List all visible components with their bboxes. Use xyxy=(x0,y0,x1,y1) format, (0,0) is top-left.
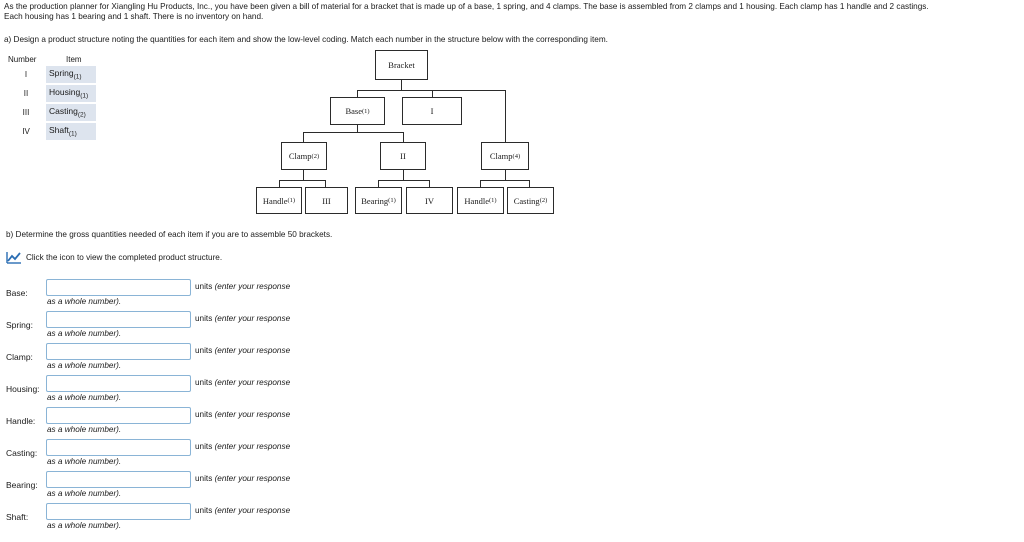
shaft-quantity-input[interactable] xyxy=(46,503,191,520)
connector-line xyxy=(403,170,404,180)
connector-line xyxy=(401,80,402,90)
connector-line xyxy=(403,132,404,142)
connector-line xyxy=(357,90,506,91)
clamp-quantity-input[interactable] xyxy=(46,343,191,360)
connector-line xyxy=(279,180,326,181)
problem-line-2: Each housing has 1 bearing and 1 shaft. … xyxy=(4,12,264,21)
node-ii: II xyxy=(380,142,426,170)
whole-number-note: as a whole number). xyxy=(47,361,122,370)
connector-line xyxy=(279,180,280,187)
unit-text: units (enter your response xyxy=(195,474,291,483)
row-label-handle: Handle: xyxy=(6,416,36,426)
table-row-item: Shaft(1) xyxy=(46,123,96,140)
node-casting: Casting(2) xyxy=(507,187,554,214)
table-row-item: Casting(2) xyxy=(46,104,96,121)
connector-line xyxy=(480,180,530,181)
connector-line xyxy=(303,170,304,180)
unit-text: units (enter your response xyxy=(195,282,291,291)
connector-line xyxy=(325,180,326,187)
bearing-quantity-input[interactable] xyxy=(46,471,191,488)
item-column-header: Item xyxy=(66,55,82,64)
node-clamp-4: Clamp(4) xyxy=(481,142,529,170)
table-row-number: I xyxy=(24,70,28,79)
part-a-question: a) Design a product structure noting the… xyxy=(4,35,608,44)
row-label-base: Base: xyxy=(6,288,28,298)
handle-quantity-input[interactable] xyxy=(46,407,191,424)
whole-number-note: as a whole number). xyxy=(47,297,122,306)
connector-line xyxy=(303,132,304,142)
node-bearing: Bearing(1) xyxy=(355,187,402,214)
row-label-casting: Casting: xyxy=(6,448,38,458)
node-handle-a: Handle(1) xyxy=(256,187,302,214)
node-bracket: Bracket xyxy=(375,50,428,80)
node-iii: III xyxy=(305,187,348,214)
problem-line-1: As the production planner for Xiangling … xyxy=(4,2,929,11)
row-label-spring: Spring: xyxy=(6,320,33,330)
whole-number-note: as a whole number). xyxy=(47,457,122,466)
part-b-question: b) Determine the gross quantities needed… xyxy=(6,230,333,239)
connector-line xyxy=(378,180,379,187)
connector-line xyxy=(378,180,430,181)
connector-line xyxy=(505,170,506,180)
base-quantity-input[interactable] xyxy=(46,279,191,296)
whole-number-note: as a whole number). xyxy=(47,425,122,434)
unit-text: units (enter your response xyxy=(195,378,291,387)
node-handle-b: Handle(1) xyxy=(457,187,504,214)
connector-line xyxy=(357,124,358,132)
housing-quantity-input[interactable] xyxy=(46,375,191,392)
row-label-housing: Housing: xyxy=(6,384,40,394)
table-row-number: III xyxy=(22,108,30,117)
connector-line xyxy=(529,180,530,187)
connector-line xyxy=(505,90,506,142)
node-i: I xyxy=(402,97,462,125)
whole-number-note: as a whole number). xyxy=(47,329,122,338)
connector-line xyxy=(357,90,358,97)
whole-number-note: as a whole number). xyxy=(47,489,122,498)
table-row-item: Spring(1) xyxy=(46,66,96,83)
connector-line xyxy=(480,180,481,187)
row-label-shaft: Shaft: xyxy=(6,512,29,522)
unit-text: units (enter your response xyxy=(195,410,291,419)
problem-statement: As the production planner for Xiangling … xyxy=(4,2,1022,22)
unit-text: units (enter your response xyxy=(195,346,291,355)
node-iv: IV xyxy=(406,187,453,214)
table-row-number: II xyxy=(23,89,29,98)
row-label-clamp: Clamp: xyxy=(6,352,33,362)
number-column-header: Number xyxy=(8,55,37,64)
whole-number-note: as a whole number). xyxy=(47,393,122,402)
unit-text: units (enter your response xyxy=(195,506,291,515)
connector-line xyxy=(432,90,433,97)
node-clamp-2: Clamp(2) xyxy=(281,142,327,170)
table-row-item: Housing(1) xyxy=(46,85,96,102)
whole-number-note: as a whole number). xyxy=(47,521,122,530)
spring-quantity-input[interactable] xyxy=(46,311,191,328)
connector-line xyxy=(303,132,404,133)
connector-line xyxy=(429,180,430,187)
casting-quantity-input[interactable] xyxy=(46,439,191,456)
structure-hint: Click the icon to view the completed pro… xyxy=(6,251,222,264)
table-row-number: IV xyxy=(22,127,30,136)
row-label-bearing: Bearing: xyxy=(6,480,38,490)
unit-text: units (enter your response xyxy=(195,442,291,451)
chart-icon[interactable] xyxy=(6,251,22,264)
node-base: Base(1) xyxy=(330,97,385,125)
unit-text: units (enter your response xyxy=(195,314,291,323)
hint-text: Click the icon to view the completed pro… xyxy=(26,253,223,262)
